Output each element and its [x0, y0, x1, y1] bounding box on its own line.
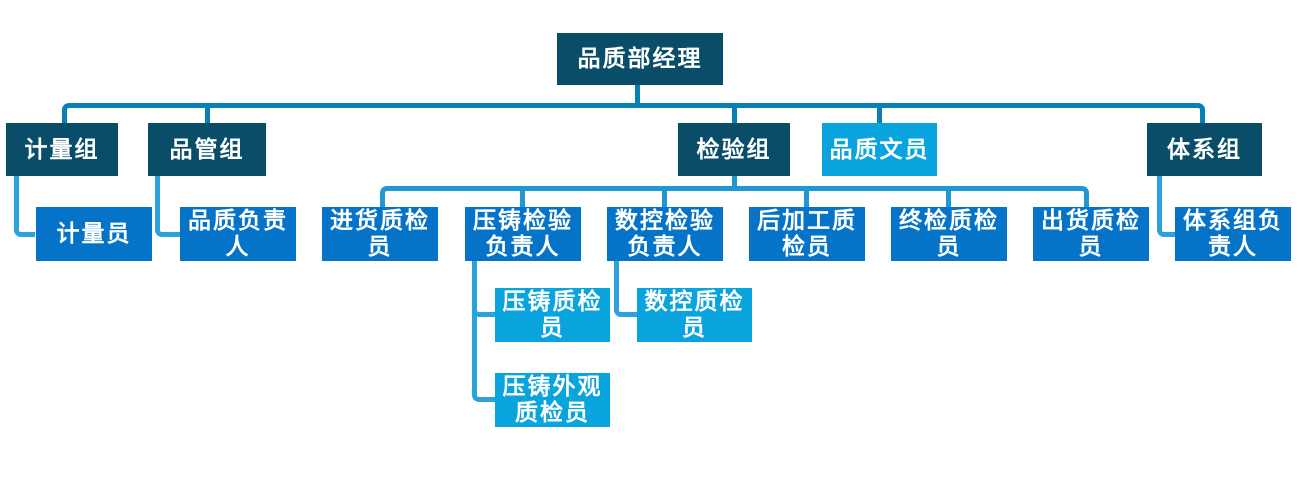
connector-level2-left-elbow — [380, 186, 420, 207]
connector-metrology-to-member — [14, 176, 35, 237]
connector-diecast-to-inspector — [472, 261, 495, 317]
org-node-label: 品质文员 — [829, 136, 930, 162]
org-node-label: 品质负责 人 — [188, 208, 288, 259]
connector-level1-left-elbow — [62, 103, 107, 123]
org-node-label: 品管组 — [169, 136, 245, 162]
org-node-label: 计量员 — [56, 221, 132, 246]
connector-drop-quality-control-group — [205, 106, 210, 123]
org-node-quality-lead[interactable]: 品质负责 人 — [180, 207, 296, 261]
org-node-cnc-inspection-lead[interactable]: 数控检验 负责人 — [607, 207, 723, 261]
connector-level1-right-elbow — [1160, 103, 1205, 123]
org-node-postprocess-inspector[interactable]: 后加工质 检员 — [749, 207, 865, 261]
org-node-quality-dept-manager[interactable]: 品质部经理 — [557, 33, 723, 85]
org-node-metrology-group[interactable]: 计量组 — [6, 123, 118, 176]
connector-diecast-to-visual-inspector — [472, 261, 495, 402]
org-node-cnc-inspector[interactable]: 数控质检 员 — [637, 288, 752, 342]
org-node-label: 终检质检 员 — [899, 208, 999, 259]
org-node-label: 后加工质 检员 — [757, 208, 857, 259]
connector-drop-final-inspector — [946, 189, 951, 207]
connector-drop-cnc-lead — [662, 189, 667, 207]
org-node-label: 品质部经理 — [577, 46, 703, 71]
org-node-label: 数控检验 负责人 — [615, 208, 715, 259]
connector-drop-postprocess-inspector — [804, 189, 809, 207]
org-node-shipping-inspector[interactable]: 出货质检 员 — [1033, 207, 1149, 261]
connector-drop-quality-clerk — [877, 106, 882, 123]
org-node-label: 压铸质检 员 — [502, 289, 603, 340]
org-node-label: 计量组 — [24, 136, 100, 162]
connector-root-stub — [635, 85, 640, 106]
org-node-incoming-inspector[interactable]: 进货质检 员 — [322, 207, 438, 261]
org-node-metrology-member[interactable]: 计量员 — [36, 207, 152, 261]
connector-cnc-to-inspector — [614, 261, 637, 317]
org-node-label: 体系组负 责人 — [1183, 208, 1283, 259]
org-node-diecast-inspector[interactable]: 压铸质检 员 — [495, 288, 610, 342]
org-node-label: 检验组 — [696, 136, 772, 162]
org-node-system-lead[interactable]: 体系组负 责人 — [1175, 207, 1291, 261]
connector-level1-bar — [100, 103, 1165, 108]
org-node-label: 进货质检 员 — [330, 208, 430, 259]
org-node-quality-control-group[interactable]: 品管组 — [148, 123, 266, 176]
org-node-label: 体系组 — [1167, 136, 1242, 162]
connector-level2-right-elbow — [1049, 186, 1089, 207]
org-node-label: 压铸检验 负责人 — [473, 208, 573, 259]
connector-system-to-system-lead — [1157, 176, 1175, 237]
org-node-diecast-inspection-lead[interactable]: 压铸检验 负责人 — [465, 207, 581, 261]
org-node-system-group[interactable]: 体系组 — [1147, 123, 1262, 176]
org-node-quality-clerk[interactable]: 品质文员 — [822, 123, 937, 176]
connector-level2-bar — [410, 186, 1060, 191]
org-node-diecast-visual-inspector[interactable]: 压铸外观 质检员 — [495, 373, 610, 427]
org-node-label: 出货质检 员 — [1041, 208, 1141, 259]
org-node-label: 压铸外观 质检员 — [502, 374, 603, 425]
connector-drop-inspection-group — [732, 106, 737, 123]
org-node-label: 数控质检 员 — [644, 289, 745, 340]
org-node-final-inspector[interactable]: 终检质检 员 — [891, 207, 1007, 261]
connector-inspection-stub — [732, 176, 737, 189]
connector-drop-diecast-lead — [520, 189, 525, 207]
connector-qc-to-quality-lead — [155, 176, 180, 237]
org-node-inspection-group[interactable]: 检验组 — [678, 123, 790, 176]
